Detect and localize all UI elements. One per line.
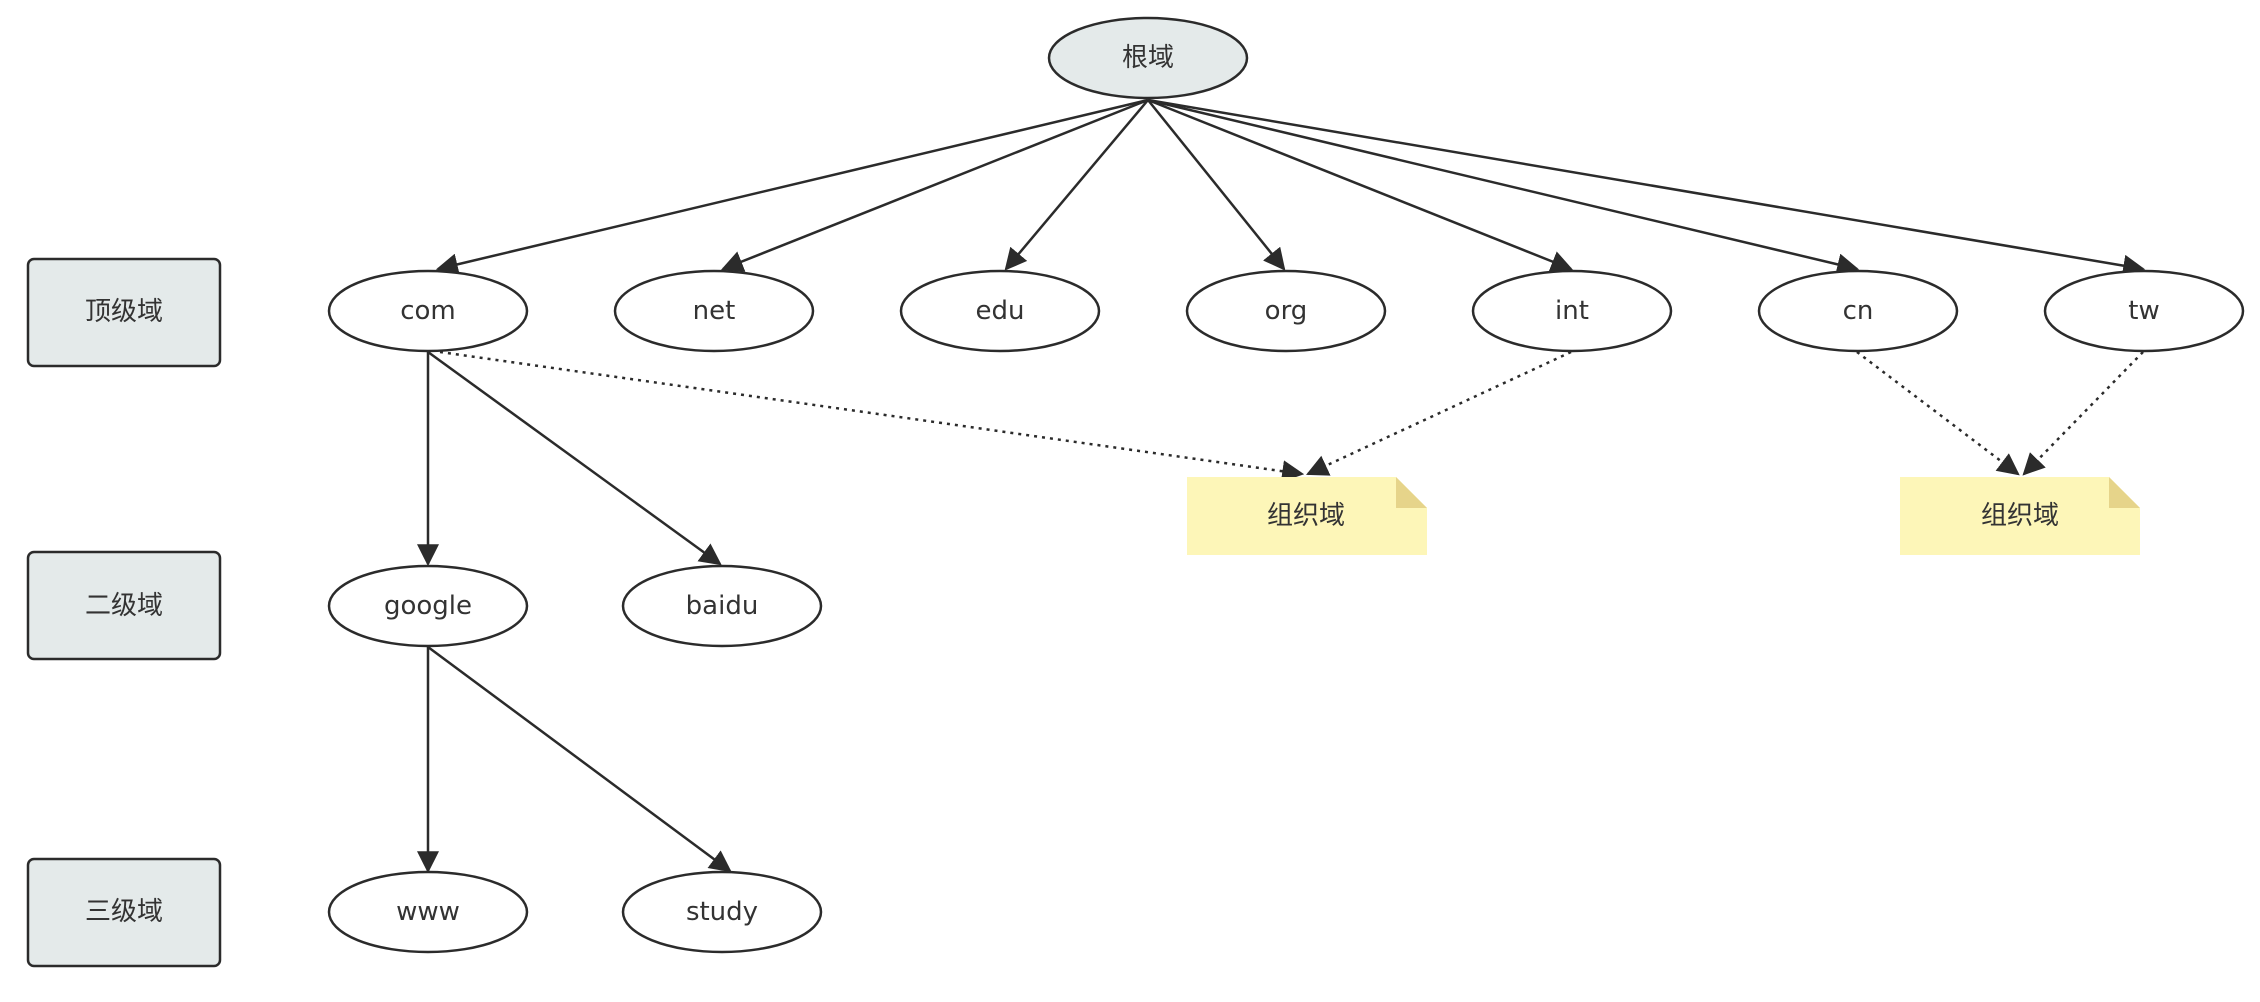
third-level-node-www: www [327,870,529,954]
edge-com-baidu [427,350,722,566]
edge-tw-note2 [2022,351,2144,476]
tld-nodes: com net edu org int cn tw [327,269,2245,353]
note-org-domain-1: 组织域 [1187,477,1427,555]
level-label-second-text: 二级域 [85,591,163,621]
edge-root-cn [1147,98,1860,276]
note-org-domain-1-text: 组织域 [1267,501,1345,531]
level-label-top: 顶级域 [26,257,222,368]
tld-node-com: com [327,269,529,353]
tld-node-net-label: net [693,296,736,326]
tld-node-int-label: int [1555,296,1589,326]
root-node: 根域 [1047,16,1249,100]
second-level-node-baidu: baidu [621,564,823,648]
tld-node-tw: tw [2043,269,2245,353]
notes: 组织域 组织域 [1187,477,2140,555]
edge-cn-note2 [1856,351,2020,476]
tld-node-tw-label: tw [2128,296,2159,326]
second-level-node-baidu-label: baidu [686,591,759,621]
edge-root-org [1147,99,1286,271]
tld-node-int: int [1471,269,1673,353]
tld-node-edu-label: edu [976,296,1025,326]
tld-node-edu: edu [899,269,1101,353]
edges-to-notes [439,350,2144,483]
edges-root-to-tld [435,98,2146,277]
tld-node-com-label: com [400,296,456,326]
tld-node-org-label: org [1265,296,1308,326]
third-level-node-study: study [621,870,823,954]
tld-node-cn-label: cn [1843,296,1874,326]
edge-root-int [1147,98,1574,272]
second-level-node-google: google [327,564,529,648]
edge-root-net [720,98,1149,272]
third-level-node-study-label: study [686,897,758,927]
level-label-third: 三级域 [26,857,222,968]
edge-root-com [435,98,1149,276]
third-level-node-www-label: www [396,897,460,927]
level-label-third-text: 三级域 [85,897,163,927]
note-org-domain-2: 组织域 [1900,477,2140,555]
tld-node-net: net [613,269,815,353]
level-labels: 顶级域 二级域 三级域 [26,257,222,968]
edge-google-study [427,645,732,873]
root-node-label: 根域 [1122,43,1174,73]
note-org-domain-2-text: 组织域 [1981,501,2059,531]
edge-root-edu [1004,99,1149,271]
edge-root-tw [1147,98,2146,277]
tld-node-cn: cn [1757,269,1959,353]
edges-subdomains [417,350,732,874]
second-level-nodes: google baidu [327,564,823,648]
level-label-second: 二级域 [26,550,222,661]
edge-int-note1 [1306,350,1572,476]
third-level-nodes: www study [327,870,823,954]
tld-node-org: org [1185,269,1387,353]
second-level-node-google-label: google [384,591,472,621]
level-label-top-text: 顶级域 [85,297,163,327]
edge-com-note1 [439,350,1305,483]
